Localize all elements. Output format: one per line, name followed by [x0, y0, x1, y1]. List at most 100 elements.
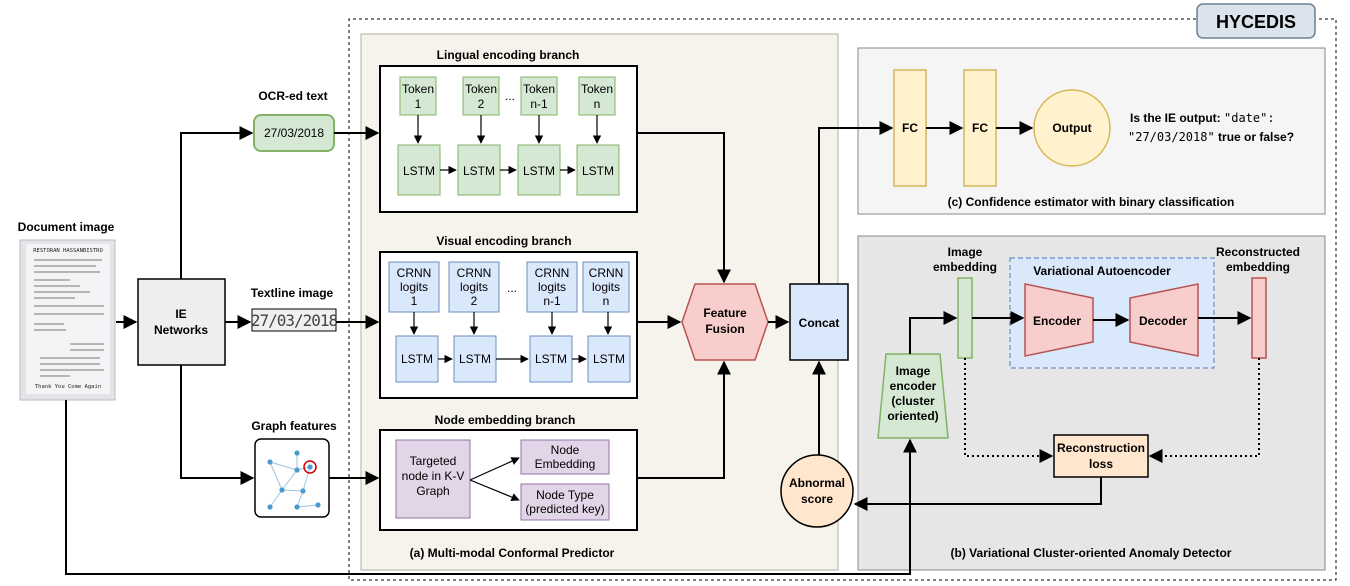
svg-text:Token: Token — [523, 82, 555, 96]
svg-text:node in K-V: node in K-V — [402, 469, 465, 483]
fc1-box — [893, 69, 927, 187]
feature-fusion-line2: Fusion — [705, 322, 744, 336]
node-arrows — [469, 457, 520, 502]
image-encoder-line1: Image — [896, 364, 931, 378]
svg-text:logits: logits — [400, 280, 428, 294]
image-embedding-label-2: embedding — [933, 260, 997, 274]
svg-text:Graph: Graph — [416, 484, 449, 498]
confidence-question-line2: "27/03/2018" true or false? — [1128, 130, 1294, 144]
hycedis-frame — [348, 18, 1337, 581]
vae-title: Variational Autoencoder — [1033, 264, 1171, 278]
visual-branch-title: Visual encoding branch — [436, 234, 571, 248]
hycedis-title: HYCEDIS — [1216, 12, 1296, 32]
node-type-box: Node Type (predicted key) — [520, 483, 610, 521]
svg-text:CRNN: CRNN — [589, 266, 624, 280]
ie-networks-line1: IE — [175, 307, 186, 321]
svg-text:Node Type: Node Type — [536, 488, 594, 502]
svg-text:LSTM: LSTM — [459, 352, 491, 366]
svg-text:LSTM: LSTM — [401, 352, 433, 366]
svg-text:CRNN: CRNN — [535, 266, 570, 280]
svg-text:logits: logits — [538, 280, 566, 294]
reconstruction-loss-line1: Reconstruction — [1057, 441, 1145, 455]
svg-text:2: 2 — [471, 294, 478, 308]
svg-text:LSTM: LSTM — [593, 352, 625, 366]
svg-text:logits: logits — [592, 280, 620, 294]
concat-box — [789, 283, 849, 361]
receipt-header: RESTORAN HASSANBISTRO — [33, 248, 103, 254]
image-encoder-line4: oriented) — [887, 409, 938, 423]
visual-lstm-row: LSTM LSTM LSTM LSTM — [395, 335, 631, 383]
svg-text:Node: Node — [551, 443, 580, 457]
image-encoder-line3: (cluster — [891, 394, 935, 408]
targeted-node-box: Targeted node in K-V Graph — [395, 439, 471, 519]
decoder-label: Decoder — [1139, 314, 1187, 328]
svg-text:LSTM: LSTM — [523, 164, 555, 178]
visual-arrows — [409, 312, 613, 364]
svg-text:1: 1 — [411, 294, 418, 308]
textline-image-box — [251, 308, 337, 332]
svg-text:LSTM: LSTM — [582, 164, 614, 178]
flow-arrows — [65, 121, 1252, 575]
svg-text:(predicted key): (predicted key) — [525, 502, 604, 516]
reconstructed-embedding-label-2: embedding — [1226, 260, 1290, 274]
svg-text:logits: logits — [460, 280, 488, 294]
svg-text:n-1: n-1 — [530, 97, 548, 111]
fc1-label: FC — [902, 121, 918, 135]
fc2-label: FC — [972, 121, 988, 135]
document-image-label: Document image — [18, 220, 115, 234]
svg-text:n: n — [603, 294, 610, 308]
anomaly-caption: (b) Variational Cluster-oriented Anomaly… — [951, 546, 1232, 560]
svg-text:2: 2 — [478, 97, 485, 111]
ocr-text-label: OCR-ed text — [258, 89, 327, 103]
output-label: Output — [1052, 121, 1091, 135]
abnormal-score-line1: Abnormal — [789, 476, 845, 490]
lingual-ellipsis: ... — [505, 89, 515, 103]
abnormal-score-line2: score — [801, 492, 833, 506]
token-n-1: Token n-1 — [520, 76, 558, 116]
crnn-logits-2: CRNN logits 2 — [448, 261, 500, 313]
svg-text:Token: Token — [465, 82, 497, 96]
decoder-trapezoid — [1129, 283, 1199, 357]
image-embedding-label-1: Image — [948, 245, 983, 259]
ocr-text-value: 27/03/2018 — [264, 126, 324, 140]
abnormal-score-circle — [780, 454, 854, 528]
encoder-trapezoid — [1024, 283, 1094, 357]
token-2: Token 2 — [462, 76, 500, 116]
svg-text:Targeted: Targeted — [410, 454, 457, 468]
textline-image-label: Textline image — [251, 286, 334, 300]
dotted-loss-arrows — [964, 358, 1260, 463]
image-encoder-trapezoid — [877, 353, 949, 439]
predictor-caption: (a) Multi-modal Conformal Predictor — [410, 546, 615, 560]
textline-image-value: 27/03/2018 — [251, 311, 338, 330]
lingual-branch-title: Lingual encoding branch — [437, 48, 580, 62]
token-1: Token 1 — [399, 76, 437, 116]
receipt-image: RESTORAN HASSANBISTRO Thank You Come Aga… — [19, 239, 116, 401]
svg-text:n: n — [594, 97, 601, 111]
lingual-arrows — [413, 115, 602, 175]
graph-features-label: Graph features — [251, 419, 337, 433]
crnn-logits-n-1: CRNN logits n-1 — [526, 261, 578, 313]
crnn-logits-n: CRNN logits n — [582, 261, 630, 313]
receipt-footer: Thank You Come Again — [35, 384, 101, 390]
svg-text:CRNN: CRNN — [457, 266, 492, 280]
svg-text:LSTM: LSTM — [463, 164, 495, 178]
svg-text:LSTM: LSTM — [535, 352, 567, 366]
svg-text:LSTM: LSTM — [403, 164, 435, 178]
reconstructed-embedding-bar — [1251, 277, 1267, 359]
svg-text:Embedding: Embedding — [535, 457, 596, 471]
svg-text:1: 1 — [415, 97, 422, 111]
output-circle — [1033, 89, 1111, 167]
confidence-question-line1: Is the IE output: "date": — [1130, 111, 1275, 125]
node-embedding-box: Node Embedding — [520, 439, 610, 475]
encoder-label: Encoder — [1033, 314, 1081, 328]
graph-nodes — [267, 450, 321, 510]
reconstruction-loss-line2: loss — [1089, 457, 1113, 471]
ie-networks-box — [137, 278, 226, 366]
svg-text:n-1: n-1 — [543, 294, 561, 308]
crnn-logits-1: CRNN logits 1 — [388, 261, 440, 313]
targeted-node-highlight — [303, 460, 317, 474]
lingual-lstm-row: LSTM LSTM LSTM LSTM — [397, 144, 620, 196]
feature-fusion-line1: Feature — [703, 306, 747, 320]
visual-ellipsis: ... — [507, 281, 517, 295]
